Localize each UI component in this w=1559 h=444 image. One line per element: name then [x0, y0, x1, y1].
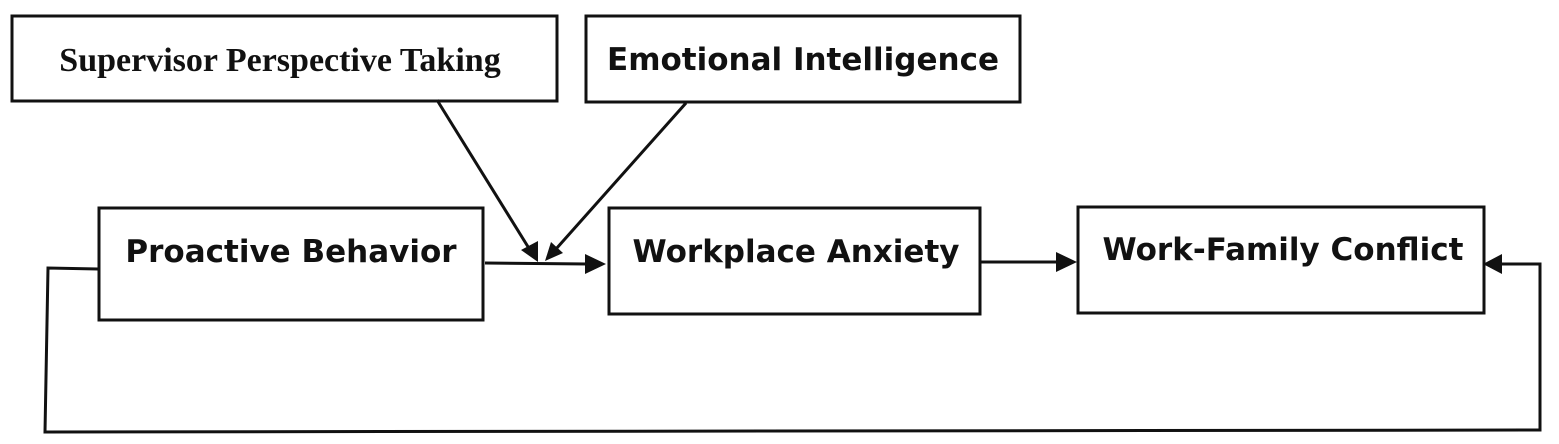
node-workplace-anxiety: Workplace Anxiety: [607, 206, 982, 316]
node-label: Emotional Intelligence: [607, 42, 999, 78]
edge-proactive-to-anxiety: [484, 261, 589, 266]
node-box: [1076, 205, 1486, 315]
node-label: Supervisor Perspective Taking: [59, 42, 500, 79]
edge-emotional-moderation: [554, 102, 688, 250]
node-emotional-intelligence: Emotional Intelligence: [584, 14, 1022, 104]
arrowhead-proactive-to-anxiety: [585, 254, 606, 274]
arrowhead-emotional-moderation: [545, 242, 563, 261]
node-box: [97, 206, 485, 322]
edge-proactive-to-conflict-direct: [43, 262, 1542, 434]
arrowhead-proactive-to-conflict-direct: [1483, 254, 1502, 274]
node-proactive-behavior: Proactive Behavior: [97, 206, 485, 322]
node-box: [607, 206, 982, 316]
node-work-family-conflict: Work-Family Conflict: [1076, 205, 1486, 315]
node-label: Proactive Behavior: [125, 234, 457, 270]
node-box: [584, 14, 1022, 104]
node-label: Workplace Anxiety: [633, 234, 960, 270]
arrowhead-anxiety-to-conflict: [1056, 252, 1077, 272]
node-label: Work-Family Conflict: [1103, 232, 1464, 268]
node-box: [10, 14, 559, 103]
arrowhead-supervisor-moderation: [521, 241, 538, 262]
edge-supervisor-moderation: [435, 99, 532, 251]
node-supervisor-perspective-taking: Supervisor Perspective Taking: [10, 14, 559, 103]
